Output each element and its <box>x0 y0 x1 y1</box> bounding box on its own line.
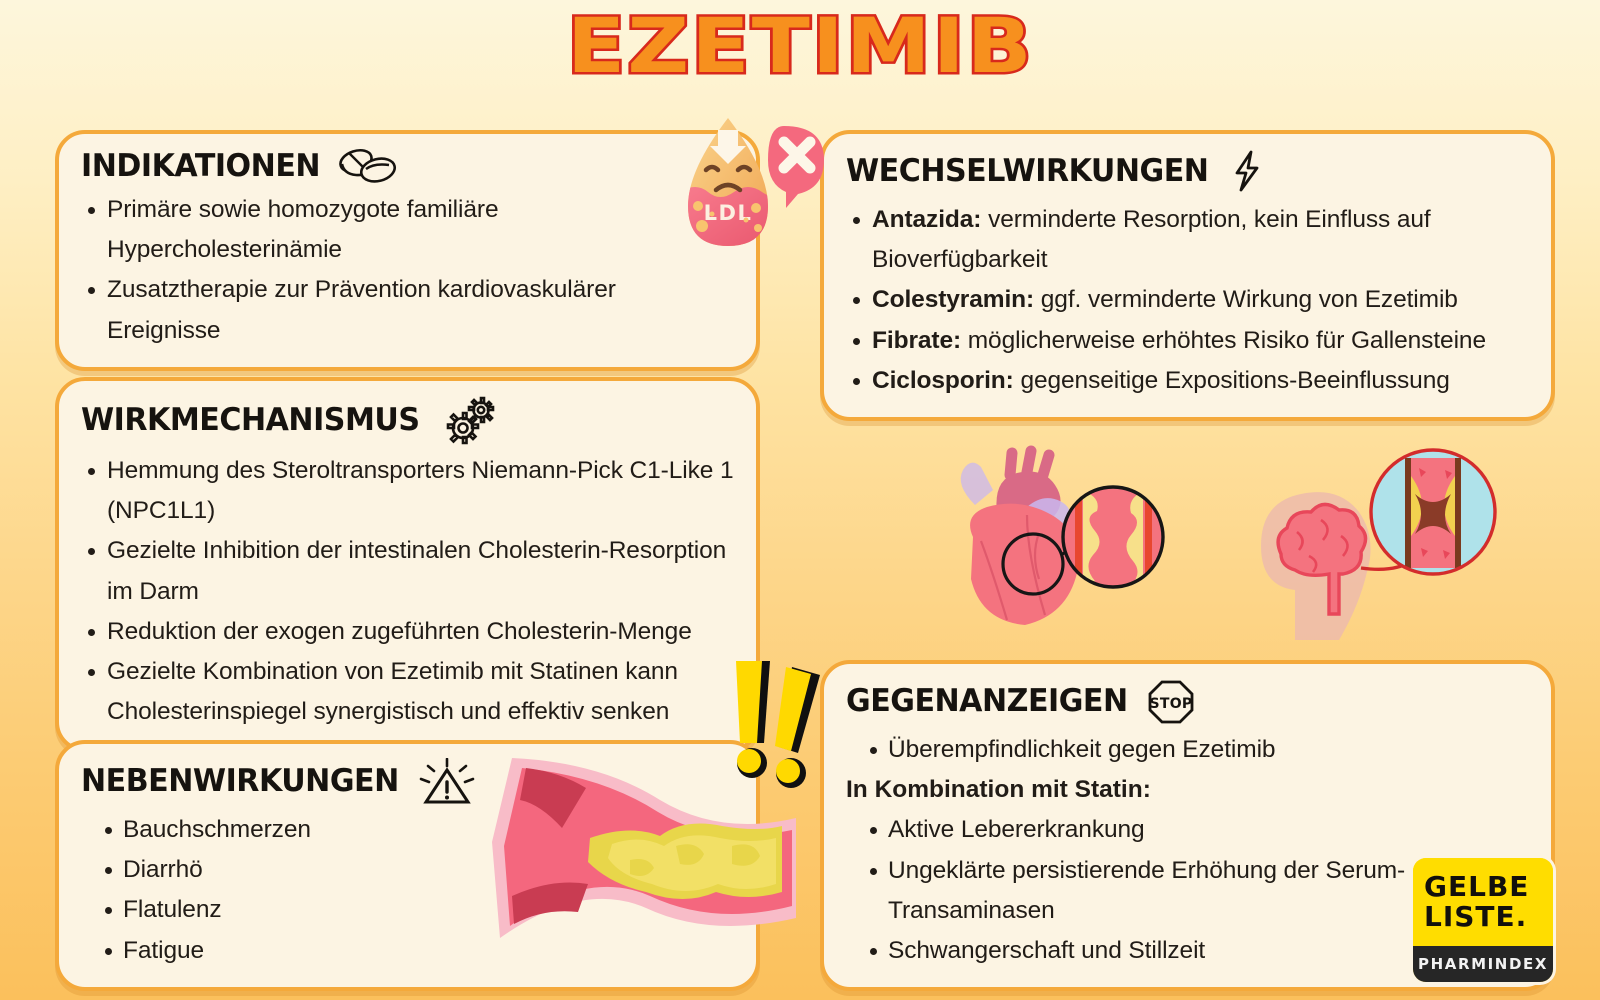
logo-subtitle: PHARMINDEX <box>1417 955 1549 973</box>
list-item: Antazida: verminderte Resorption, kein E… <box>846 200 1529 280</box>
logo-top: GELBE LISTE. <box>1413 858 1553 946</box>
pills-icon <box>339 148 397 183</box>
term: Colestyramin: <box>872 286 1035 314</box>
list-item: Gezielte Kombination von Ezetimib mit St… <box>81 652 734 732</box>
gegenanzeigen-primary-list: Überempfindlichkeit gegen Ezetimib <box>846 730 1529 770</box>
term: Fibrate: <box>872 326 962 354</box>
term-desc: ggf. verminderte Wirkung von Ezetimib <box>1034 286 1458 314</box>
page-title: EZETIMIB <box>564 1 1034 90</box>
logo-line-1: GELBE <box>1424 869 1530 903</box>
card-header: WIRKMECHANISMUS <box>81 395 734 445</box>
exclamation-marks-illustration <box>718 655 838 795</box>
list-item: Hemmung des Steroltransporters Niemann-P… <box>81 451 734 531</box>
card-title-nebenwirkungen: NEBENWIRKUNGEN <box>81 763 399 799</box>
card-header: NEBENWIRKUNGEN <box>81 758 734 804</box>
stop-sign-icon: STOP <box>1148 680 1194 724</box>
term-desc: verminderte Resorption, kein Einfluss au… <box>872 206 1431 274</box>
card-title-wechselwirkungen: WECHSELWIRKUNGEN <box>846 153 1209 189</box>
page-title-wrapper: EZETIMIB <box>0 1 1600 90</box>
logo-bottom: PHARMINDEX <box>1413 946 1553 982</box>
artery-plaque-illustration <box>470 742 800 997</box>
card-header: INDIKATIONEN <box>81 148 734 184</box>
svg-text:STOP: STOP <box>1150 696 1193 712</box>
lightning-bolt-icon <box>1235 150 1259 192</box>
card-header: GEGENANZEIGEN STOP <box>846 678 1529 724</box>
ldl-droplet-illustration: LDL <box>676 108 831 278</box>
list-item: Gezielte Inhibition der intestinalen Cho… <box>81 531 734 611</box>
term: Ciclosporin: <box>872 366 1014 394</box>
card-title-indikationen: INDIKATIONEN <box>81 148 321 184</box>
list-item: Ciclosporin: gegenseitige Expositions-Be… <box>846 361 1529 401</box>
list-item: Aktive Lebererkrankung <box>846 810 1529 850</box>
wechselwirkungen-list: Antazida: verminderte Resorption, kein E… <box>846 200 1529 401</box>
heart-illustration <box>915 445 1165 635</box>
list-item: Colestyramin: ggf. verminderte Wirkung v… <box>846 280 1529 320</box>
list-item: Primäre sowie homozygote familiäre Hyper… <box>81 190 734 270</box>
list-item: Schwangerschaft und Stillzeit <box>846 931 1529 971</box>
x-bubble-icon <box>768 126 824 208</box>
wirkmechanismus-list: Hemmung des Steroltransporters Niemann-P… <box>81 451 734 732</box>
brain-illustration <box>1235 440 1500 645</box>
card-wirkmechanismus: WIRKMECHANISMUS Hemmung des Steroltransp… <box>55 377 760 753</box>
list-item: Reduktion der exogen zugeführten Cholest… <box>81 612 734 652</box>
list-item: Diarrhö <box>81 850 734 890</box>
list-item: Ungeklärte persistierende Erhöhung der S… <box>846 851 1529 931</box>
list-item: Fatigue <box>81 931 734 971</box>
list-item: Zusatztherapie zur Prävention kardiovask… <box>81 270 734 350</box>
logo-line-2: LISTE. <box>1424 900 1528 933</box>
card-wechselwirkungen: WECHSELWIRKUNGEN Antazida: verminderte R… <box>820 130 1555 421</box>
term-desc: gegenseitige Expositions-Beeinflussung <box>1013 366 1450 394</box>
card-title-gegenanzeigen: GEGENANZEIGEN <box>846 683 1128 719</box>
list-item: Flatulenz <box>81 890 734 930</box>
list-item: Fibrate: möglicherweise erhöhtes Risiko … <box>846 321 1529 361</box>
list-item: Überempfindlichkeit gegen Ezetimib <box>846 730 1529 770</box>
indikationen-list: Primäre sowie homozygote familiäre Hyper… <box>81 190 734 351</box>
list-item: Bauchschmerzen <box>81 810 734 850</box>
term: Antazida: <box>872 206 982 233</box>
nebenwirkungen-list: Bauchschmerzen Diarrhö Flatulenz Fatigue <box>81 810 734 971</box>
warning-triangle-icon <box>419 758 474 804</box>
card-title-wirkmechanismus: WIRKMECHANISMUS <box>81 402 420 438</box>
gegenanzeigen-subheading: In Kombination mit Statin: <box>846 776 1151 804</box>
term-desc: möglicherweise erhöhtes Risiko für Galle… <box>961 326 1486 354</box>
gegenanzeigen-secondary-list: Aktive Lebererkrankung Ungeklärte persis… <box>846 810 1529 971</box>
gelbe-liste-logo[interactable]: GELBE LISTE. PHARMINDEX <box>1413 858 1553 982</box>
gears-icon <box>446 396 495 445</box>
card-indikationen: INDIKATIONEN Primäre sowie homozygote fa… <box>55 130 760 371</box>
card-header: WECHSELWIRKUNGEN <box>846 148 1529 194</box>
